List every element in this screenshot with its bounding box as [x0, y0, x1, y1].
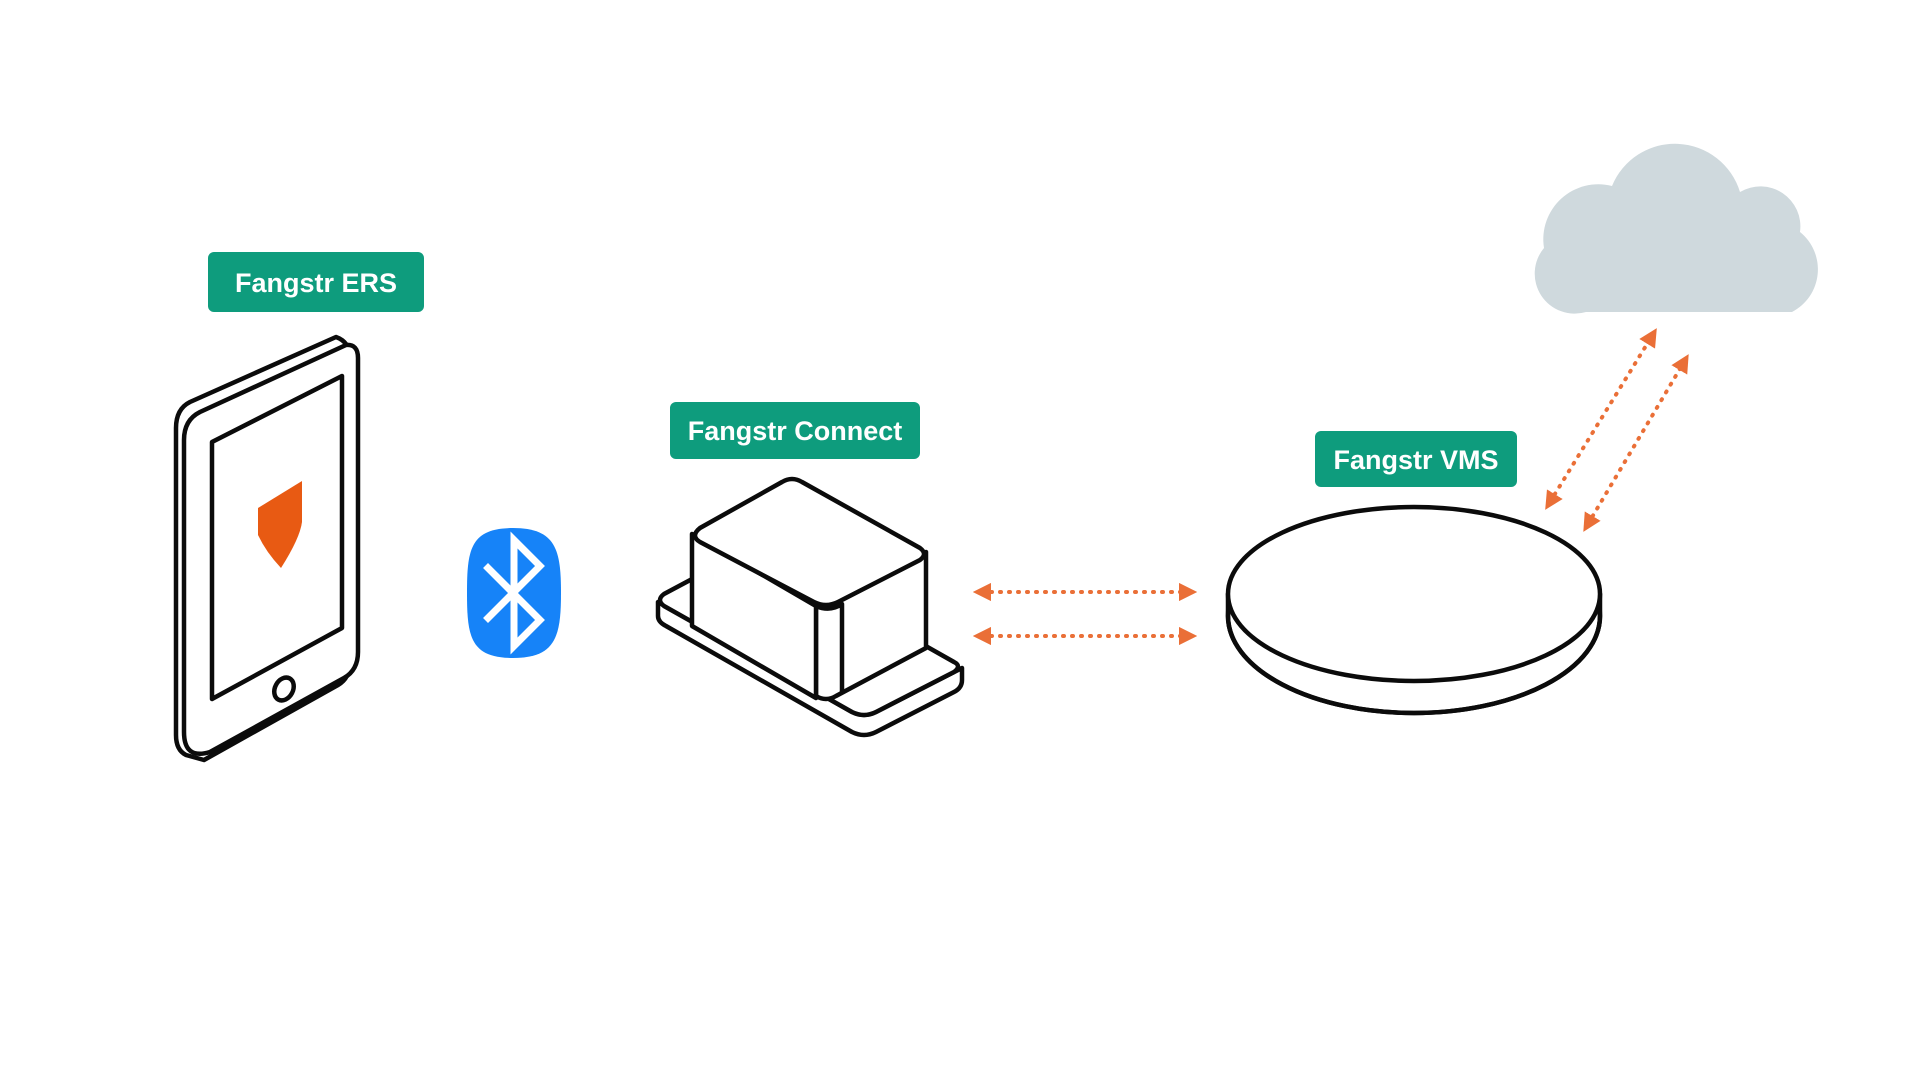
label-ers-bg: [208, 252, 424, 312]
connect-box-device-icon: [655, 476, 965, 738]
label-connect-bg: [670, 402, 920, 459]
connect-box-top: [692, 476, 927, 608]
cloud-shape: [1534, 143, 1818, 314]
cloud-icon: [1534, 143, 1818, 314]
label-fangstr-vms: Fangstr VMS: [1315, 431, 1517, 487]
label-ers-text: Fangstr ERS: [235, 268, 397, 298]
link-vms-cloud-1: [1545, 328, 1657, 510]
tablet-icon: [173, 334, 361, 763]
bluetooth-icon: [467, 528, 561, 658]
vms-disc-top: [1225, 504, 1603, 684]
connect-box-edge: [813, 601, 845, 695]
shield-logo-icon: [258, 481, 302, 568]
label-vms-bg: [1315, 431, 1517, 487]
vms-disc-device-icon: [1225, 504, 1603, 716]
bluetooth-rune: [483, 531, 545, 655]
label-connect-text: Fangstr Connect: [688, 416, 903, 446]
label-fangstr-connect: Fangstr Connect: [670, 402, 920, 459]
label-fangstr-ers: Fangstr ERS: [208, 252, 424, 312]
tablet-home-button: [272, 675, 296, 703]
label-vms-text: Fangstr VMS: [1333, 445, 1498, 475]
link-vms-cloud-2: [1583, 354, 1689, 532]
